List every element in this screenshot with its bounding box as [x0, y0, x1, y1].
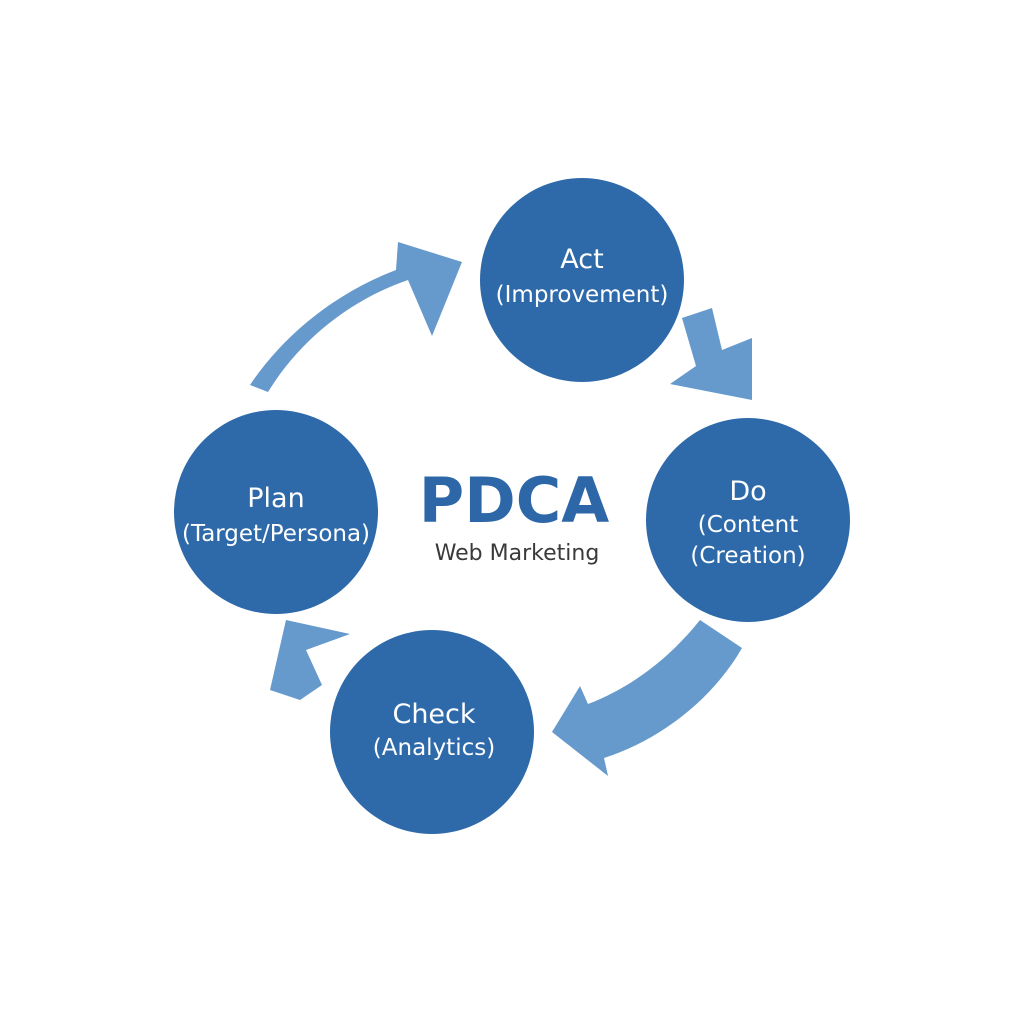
node-do-circle	[646, 418, 850, 622]
node-check-title: Check	[392, 699, 475, 730]
node-do-subtitle-line-1: (Content	[698, 512, 798, 538]
node-act-circle	[480, 178, 684, 382]
arrows	[250, 242, 752, 776]
node-plan-circle	[174, 410, 378, 614]
node-plan-subtitle: (Target/Persona)	[182, 521, 370, 547]
arrow-plan-to-act	[250, 242, 462, 392]
node-check-subtitle: (Analytics)	[373, 735, 495, 761]
center-label: PDCA Web Marketing	[419, 464, 609, 566]
node-plan: Plan (Target/Persona)	[174, 410, 378, 614]
center-title: PDCA	[419, 464, 609, 537]
arrow-do-to-check	[552, 620, 742, 776]
node-check: Check (Analytics)	[330, 630, 534, 834]
arrow-check-to-plan	[270, 620, 350, 700]
node-plan-title: Plan	[247, 483, 304, 514]
node-do-subtitle-line-2: (Creation)	[690, 543, 805, 569]
node-check-circle	[330, 630, 534, 834]
node-act-subtitle: (Improvement)	[496, 282, 669, 308]
node-act-title: Act	[560, 244, 603, 275]
arrow-act-to-do	[670, 308, 752, 400]
node-act: Act (Improvement)	[480, 178, 684, 382]
node-do-title: Do	[729, 476, 766, 507]
center-subtitle: Web Marketing	[435, 541, 600, 566]
node-do: Do (Content (Creation)	[646, 418, 850, 622]
